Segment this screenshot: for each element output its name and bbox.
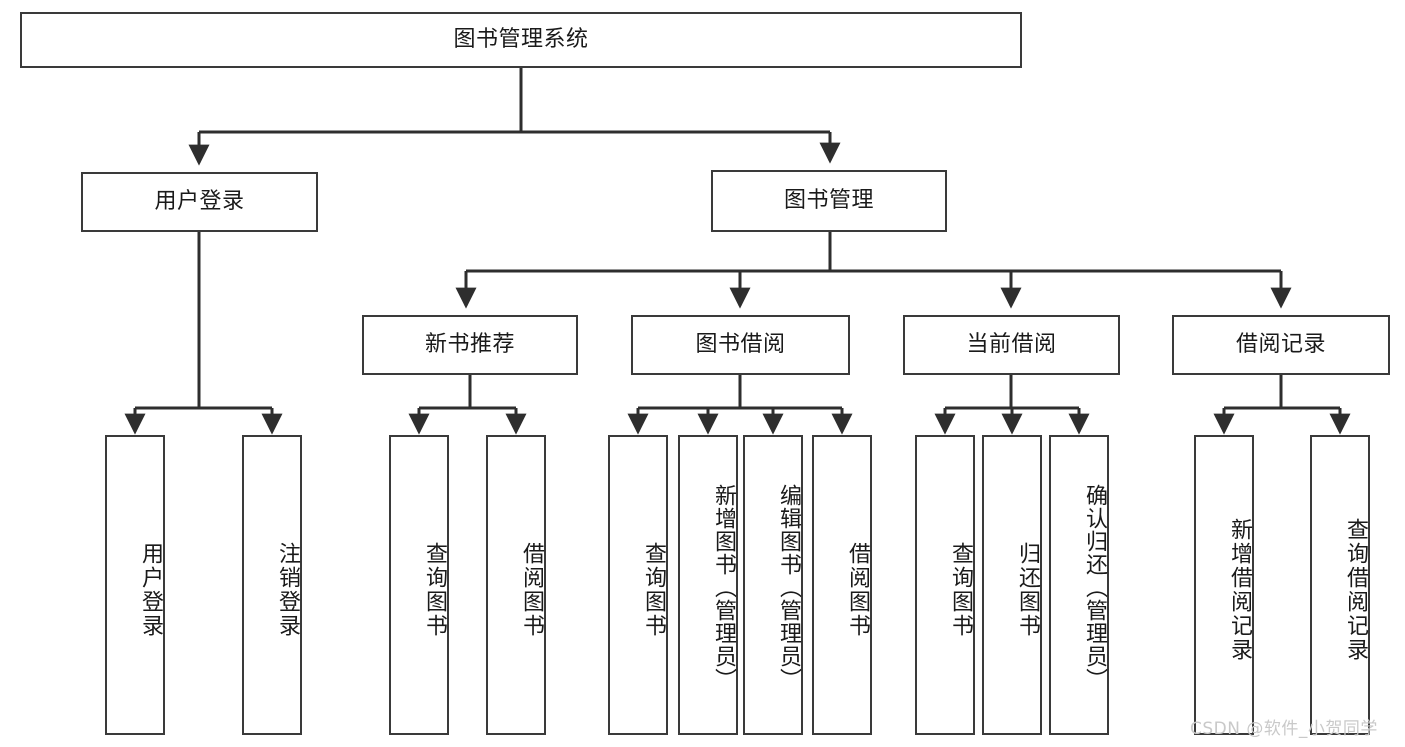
leaf-record-add-record[interactable]: 新增借阅记录 — [1194, 435, 1254, 735]
node-book-management[interactable]: 图书管理 — [711, 170, 947, 232]
leaf-current-confirm-return-admin[interactable]: 确认归还（管理员） — [1049, 435, 1109, 735]
node-root-system[interactable]: 图书管理系统 — [20, 12, 1022, 68]
leaf-borrow-add-book-admin[interactable]: 新增图书（管理员） — [678, 435, 738, 735]
leaf-recommend-borrow-book[interactable]: 借阅图书 — [486, 435, 546, 735]
leaf-current-return-book[interactable]: 归还图书 — [982, 435, 1042, 735]
node-user-login[interactable]: 用户登录 — [81, 172, 318, 232]
csdn-watermark: CSDN @软件_小贺同学 — [1190, 719, 1378, 739]
node-current-borrow[interactable]: 当前借阅 — [903, 315, 1120, 375]
leaf-recommend-query-book[interactable]: 查询图书 — [389, 435, 449, 735]
leaf-borrow-query-book[interactable]: 查询图书 — [608, 435, 668, 735]
leaf-user-login-logout[interactable]: 注销登录 — [242, 435, 302, 735]
node-borrow-record[interactable]: 借阅记录 — [1172, 315, 1390, 375]
node-book-borrow[interactable]: 图书借阅 — [631, 315, 850, 375]
leaf-borrow-borrow-book[interactable]: 借阅图书 — [812, 435, 872, 735]
leaf-record-query-record[interactable]: 查询借阅记录 — [1310, 435, 1370, 735]
leaf-current-query-book[interactable]: 查询图书 — [915, 435, 975, 735]
leaf-user-login-login[interactable]: 用户登录 — [105, 435, 165, 735]
leaf-borrow-edit-book-admin[interactable]: 编辑图书（管理员） — [743, 435, 803, 735]
node-new-book-recommend[interactable]: 新书推荐 — [362, 315, 578, 375]
